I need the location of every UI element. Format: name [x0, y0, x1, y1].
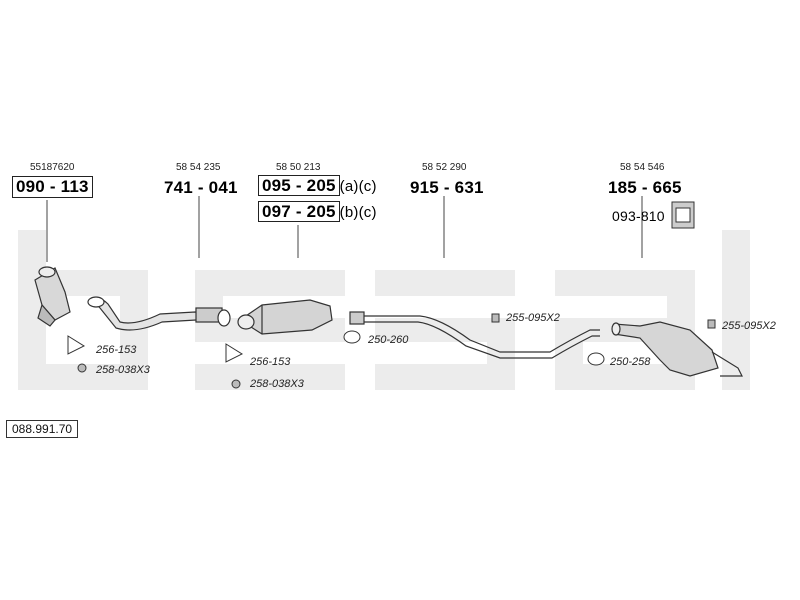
part-label[interactable]: 258-038X3 — [250, 378, 304, 390]
oem-number: 58 50 213 — [276, 162, 321, 173]
part-label[interactable]: 250-260 — [368, 334, 409, 346]
part-label[interactable]: 258-038X3 — [96, 364, 150, 376]
middle-pipe — [349, 311, 600, 359]
part-code-741-041[interactable]: 741 - 041 — [164, 178, 238, 197]
variant-suffix: (a)(c) — [339, 178, 377, 195]
part-code-185-665[interactable]: 185 - 665 — [608, 178, 682, 197]
particulate-filter — [237, 299, 333, 335]
variant-suffix: (b)(c) — [339, 204, 377, 221]
oem-number: 58 54 546 — [620, 162, 665, 173]
catalytic-converter — [34, 266, 71, 327]
part-code-090-113[interactable]: 090 - 113 — [12, 176, 93, 198]
leader-lines — [46, 196, 643, 262]
part-code-093-810[interactable]: 093-810 — [612, 208, 665, 224]
part-label[interactable]: 256-153 — [96, 344, 137, 356]
small-parts — [67, 313, 716, 389]
part-label[interactable]: 250-258 — [610, 356, 651, 368]
oem-number: 58 52 290 — [422, 162, 467, 173]
document-number: 088.991.70 — [6, 420, 79, 438]
part-code-box: 097 - 205 — [258, 201, 340, 222]
front-pipe — [87, 296, 231, 331]
part-code-box: 095 - 205 — [258, 175, 340, 196]
part-label[interactable]: 255-095X2 — [722, 320, 776, 332]
oem-number: 58 54 235 — [176, 162, 221, 173]
part-code-095-205[interactable]: 095 - 205(a)(c) — [258, 175, 377, 196]
part-label[interactable]: 256-153 — [250, 356, 291, 368]
part-label[interactable]: 255-095X2 — [506, 312, 560, 324]
rubber-mount — [671, 201, 695, 229]
rear-silencer — [611, 321, 743, 377]
oem-number: 55187620 — [30, 162, 75, 173]
part-code-915-631[interactable]: 915 - 631 — [410, 178, 484, 197]
part-code-097-205[interactable]: 097 - 205(b)(c) — [258, 201, 377, 222]
